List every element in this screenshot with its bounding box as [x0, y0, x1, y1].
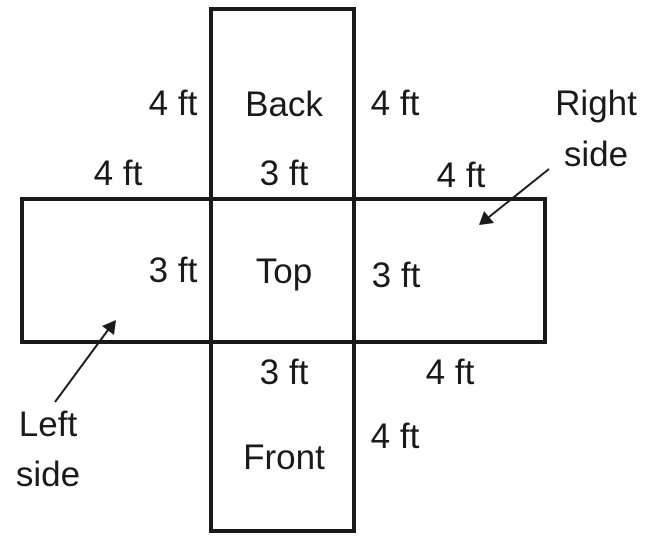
back-label: Back: [245, 85, 323, 124]
left-side-arrow: [54, 320, 116, 403]
right-side-label-line1: Right: [555, 84, 637, 123]
right-side-arrow: [479, 168, 550, 225]
dim-front-right-top: 4 ft: [426, 353, 475, 392]
dim-right-top: 4 ft: [437, 156, 486, 195]
right-side-label-line2: side: [564, 135, 628, 174]
left-side-label-line2: side: [16, 455, 80, 494]
dim-back-bottom: 3 ft: [260, 154, 309, 193]
face-left-side: [20, 197, 213, 344]
dim-right-left: 3 ft: [372, 256, 421, 295]
left-side-label-line1: Left: [19, 405, 78, 444]
face-front: [209, 340, 356, 533]
front-label: Front: [243, 438, 325, 477]
dim-back-right: 4 ft: [371, 84, 420, 123]
face-back: [209, 7, 356, 201]
dim-left-right: 3 ft: [149, 251, 198, 290]
dim-left-top: 4 ft: [94, 154, 143, 193]
dim-front-top: 3 ft: [260, 353, 309, 392]
dim-front-right: 4 ft: [371, 417, 420, 456]
top-label: Top: [256, 252, 312, 291]
dim-back-left: 4 ft: [149, 84, 198, 123]
face-right-side: [352, 197, 547, 344]
